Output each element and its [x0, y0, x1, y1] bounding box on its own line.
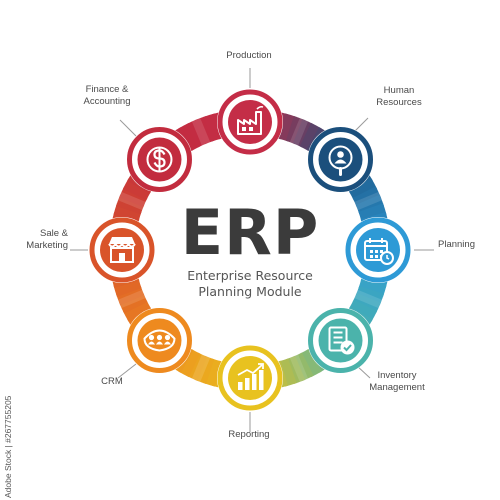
label-planning-line-1: Planning: [438, 239, 475, 250]
label-sale-marketing: Sale &Marketing: [26, 228, 68, 252]
ring-stripe: [191, 354, 211, 382]
erp-subtitle-line-1: Enterprise Resource: [187, 268, 313, 283]
ring-stripe: [354, 191, 382, 211]
ring-stripe: [118, 191, 146, 211]
erp-subtitle: Enterprise Resource Planning Module: [187, 268, 313, 300]
erp-title: ERP: [180, 196, 320, 269]
module-node-production[interactable]: [217, 89, 283, 155]
label-planning: Planning: [438, 239, 475, 251]
label-reporting: Reporting: [228, 429, 269, 441]
checklist-icon: [328, 326, 355, 355]
module-node-human-resources[interactable]: [307, 126, 374, 193]
label-inventory-management-line-2: Management: [369, 382, 425, 393]
customers-icon: [143, 329, 176, 352]
ring-stripe: [289, 118, 309, 146]
ring-stripe: [118, 289, 146, 309]
storefront-icon: [108, 237, 136, 263]
module-node-reporting[interactable]: [217, 345, 283, 411]
module-node-finance-accounting[interactable]: [126, 126, 193, 193]
module-node-sale-marketing[interactable]: [89, 217, 155, 283]
node-core: [318, 318, 363, 363]
label-finance-accounting: Finance &Accounting: [83, 84, 130, 108]
dollar-coin-icon: [146, 146, 173, 173]
employee-search-icon: [328, 145, 353, 176]
ring-stripe: [289, 354, 309, 382]
bar-chart-icon: [237, 363, 264, 390]
module-node-inventory-management[interactable]: [307, 307, 374, 374]
module-node-crm[interactable]: [126, 307, 193, 374]
label-crm-line-1: CRM: [101, 376, 123, 387]
label-reporting-line-1: Reporting: [228, 429, 270, 440]
label-sale-marketing-line-2: Marketing: [26, 240, 68, 251]
label-human-resources-line-1: Human: [383, 85, 415, 96]
node-core: [137, 318, 182, 363]
label-inventory-management-line-1: Inventory: [377, 370, 417, 381]
label-crm: CRM: [101, 376, 123, 388]
ring-stripe: [191, 118, 211, 146]
leader-line-crm: [117, 363, 137, 379]
module-node-planning[interactable]: [345, 217, 411, 283]
label-production: Production: [226, 50, 271, 62]
label-finance-accounting-line-1: Finance &: [85, 84, 129, 95]
factory-icon: [237, 105, 264, 135]
label-production-line-1: Production: [226, 50, 272, 61]
leader-line-finance-accounting: [119, 119, 137, 137]
label-finance-accounting-line-2: Accounting: [83, 96, 131, 107]
label-human-resources-line-2: Resources: [376, 97, 422, 108]
label-sale-marketing-line-1: Sale &: [40, 228, 68, 239]
ring-stripe: [354, 289, 382, 309]
watermark: Adobe Stock | #267755205: [3, 395, 13, 498]
erp-subtitle-line-2: Planning Module: [198, 284, 302, 299]
node-core: [228, 356, 272, 400]
calendar-clock-icon: [364, 238, 394, 265]
node-core: [100, 228, 144, 272]
